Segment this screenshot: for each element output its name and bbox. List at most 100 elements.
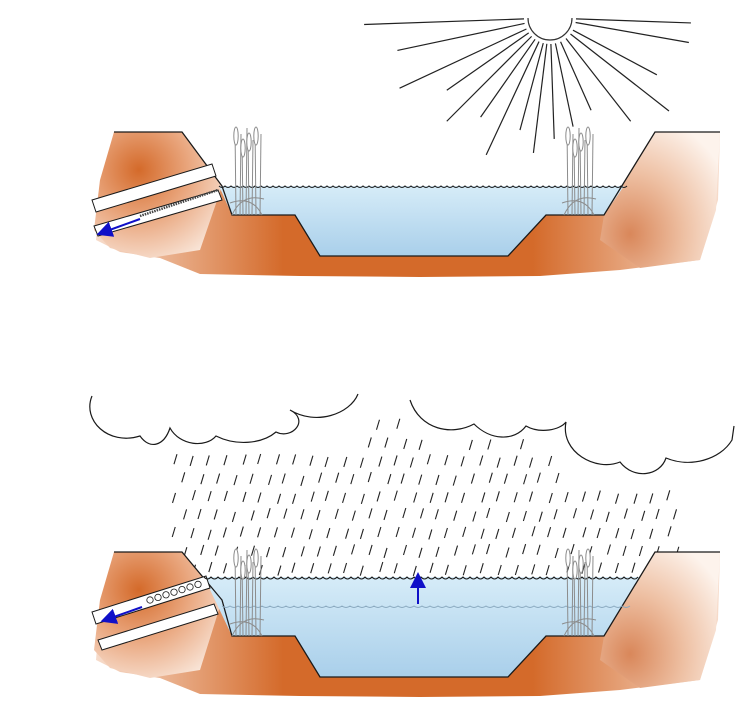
- rain-drop: [291, 562, 296, 573]
- sun-ray: [532, 43, 548, 154]
- rain-drop: [547, 526, 552, 538]
- rain-drop: [207, 529, 212, 540]
- rain-drop: [444, 492, 449, 503]
- rain-drop: [545, 564, 550, 576]
- rain-drop: [316, 546, 321, 557]
- sun-ray: [560, 41, 592, 111]
- rain-drop: [282, 547, 287, 558]
- rain-drop: [413, 492, 418, 503]
- rain-drop: [257, 527, 262, 538]
- rain-drop: [345, 528, 350, 539]
- rain-drop: [649, 528, 654, 539]
- rain-drop: [277, 565, 282, 576]
- rain-drop: [418, 474, 423, 485]
- rain-drop: [553, 509, 558, 520]
- rain-drop: [429, 492, 434, 503]
- reed-leaf: [563, 197, 597, 216]
- water-surface: [218, 185, 628, 188]
- reed-stem: [259, 133, 262, 216]
- reed-stem: [583, 139, 586, 216]
- reed-head: [246, 554, 252, 574]
- rain-drop: [411, 527, 416, 538]
- rain-drop: [393, 455, 398, 466]
- rain-drop: [368, 544, 373, 556]
- rain-drop: [419, 508, 425, 519]
- air-bubble: [162, 591, 170, 599]
- rain-drop: [649, 493, 654, 504]
- reed-head: [572, 560, 578, 580]
- rain-drop: [335, 472, 340, 483]
- rain-drop: [275, 454, 281, 465]
- rain-drop: [318, 472, 323, 483]
- rain-drop: [181, 472, 186, 483]
- rain-drop: [250, 545, 255, 556]
- rain-drop: [418, 439, 423, 450]
- rain-drop: [495, 528, 500, 540]
- rain-drop: [310, 563, 315, 574]
- rain-drop: [233, 474, 238, 486]
- rain-drop: [257, 453, 262, 465]
- rain-drop: [213, 509, 218, 520]
- reed-head: [240, 138, 246, 158]
- air-bubble: [186, 583, 194, 591]
- rain-drop: [350, 544, 356, 555]
- rain-drop: [402, 544, 408, 556]
- rain-drop: [434, 509, 439, 520]
- rain-drop: [183, 509, 188, 520]
- rain-drop: [292, 493, 297, 504]
- rain-drop: [257, 492, 262, 503]
- rain-drop: [630, 528, 635, 540]
- reed-leaf: [563, 618, 597, 637]
- rain-drop: [554, 547, 559, 559]
- reed-head: [565, 126, 571, 146]
- rain-drop: [564, 491, 569, 503]
- rain-drop: [461, 492, 466, 503]
- rain-drop: [582, 527, 587, 538]
- rain-drop: [290, 527, 295, 538]
- rain-icon: [171, 418, 680, 577]
- rain-drop: [292, 454, 297, 465]
- reeds-icon: [229, 548, 265, 637]
- rain-drop: [367, 437, 372, 448]
- rain-drop: [435, 546, 440, 558]
- rain-drop: [316, 509, 321, 521]
- sun-ray: [575, 18, 691, 24]
- rain-drop: [528, 457, 534, 468]
- rain-drop: [200, 544, 205, 556]
- rain-drop: [403, 438, 408, 450]
- rain-drop: [378, 456, 383, 467]
- rain-drop: [393, 563, 398, 574]
- sun-ray: [446, 32, 530, 91]
- sun-ray: [485, 41, 540, 156]
- rain-drop: [342, 492, 347, 504]
- rain-drop: [396, 418, 401, 429]
- rain-drop: [672, 509, 678, 520]
- rain-drop: [402, 507, 407, 519]
- rain-drop: [250, 510, 255, 521]
- sun-ray: [570, 33, 670, 112]
- rain-drop: [200, 474, 205, 485]
- rain-drop: [655, 508, 660, 520]
- rain-drop: [614, 493, 620, 504]
- air-bubble: [154, 593, 162, 602]
- sun-icon: [364, 17, 691, 156]
- rain-drop: [242, 491, 247, 503]
- rain-drop: [597, 562, 603, 573]
- previous-water-level: [221, 605, 631, 608]
- rain-drop: [214, 545, 219, 556]
- reed-head: [585, 126, 591, 146]
- rain-drop: [555, 472, 560, 484]
- reed-leaf: [229, 200, 263, 216]
- sun-ray: [397, 22, 525, 52]
- sun-ray: [364, 18, 525, 26]
- rain-drop: [528, 491, 534, 502]
- left-soil-bank: [96, 132, 720, 277]
- reed-stem: [251, 561, 254, 637]
- overflow-pipe: [91, 575, 219, 651]
- rain-drop: [511, 527, 516, 538]
- sun-ray: [554, 43, 574, 127]
- rain-drop: [497, 564, 502, 576]
- reeds-icon: [229, 126, 265, 216]
